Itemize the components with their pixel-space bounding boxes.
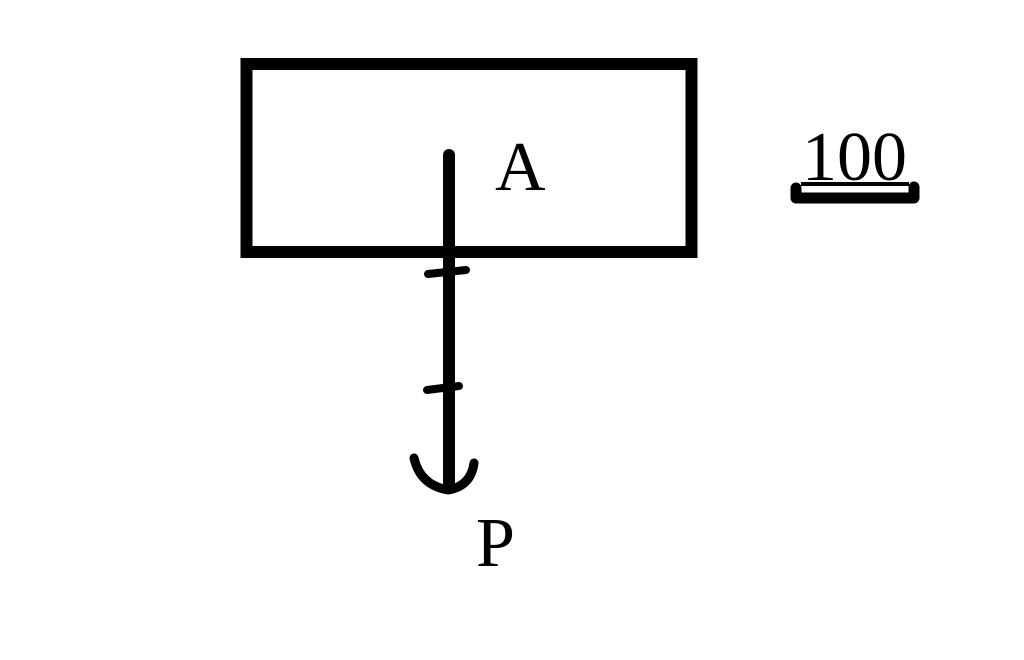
force-label: P [476,505,515,582]
tick-mark-upper [424,266,470,278]
arrowhead-down-icon [409,453,479,495]
block-outline [240,58,698,258]
ink-group [240,58,920,495]
block-label: A [495,129,546,206]
label-group: A P 100 [476,119,907,582]
scale-value-label: 100 [802,119,907,196]
scale-bar [790,181,920,204]
tick-mark-lower [423,382,463,394]
